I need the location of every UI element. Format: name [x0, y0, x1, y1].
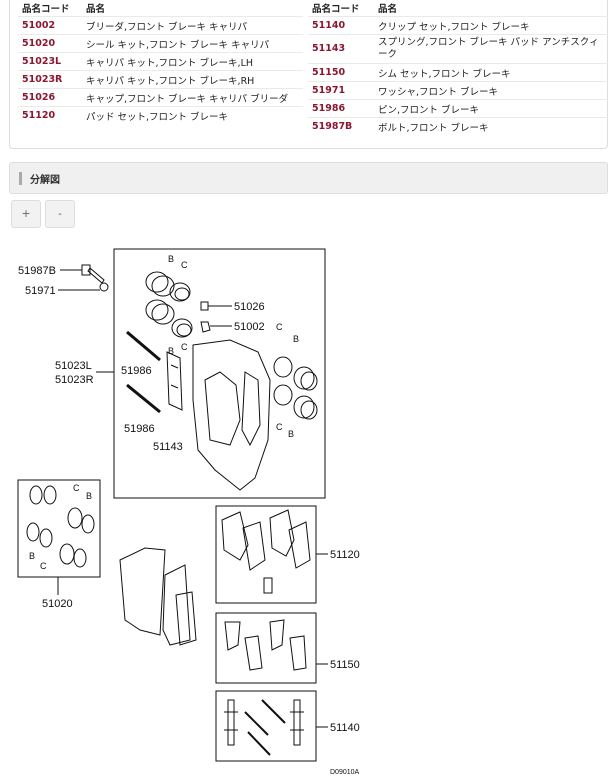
- zoom-out-button[interactable]: -: [45, 200, 75, 228]
- brake-pad-icon: [221, 509, 311, 594]
- shim-icon: [224, 619, 307, 671]
- part-code-link[interactable]: 51002: [18, 16, 82, 35]
- letter-c: C: [73, 483, 80, 493]
- pin-icon: [126, 330, 161, 362]
- drawing-id: D09010A: [330, 769, 360, 776]
- part-name: ブリーダ,フロント ブレーキ キャリパ: [82, 16, 303, 35]
- callout-51020[interactable]: 51020: [42, 598, 73, 610]
- piston-icon: [273, 356, 318, 420]
- piston-icon: [145, 271, 193, 338]
- caliper-kit-frame: [113, 248, 326, 499]
- letter-b: B: [288, 429, 294, 439]
- part-code-link[interactable]: 51020: [18, 34, 82, 53]
- letter-b: B: [168, 254, 174, 264]
- callout-51986[interactable]: 51986: [121, 365, 152, 377]
- clip-set-frame: [215, 690, 317, 762]
- part-name: クリップ セット,フロント ブレーキ: [374, 16, 608, 35]
- callout-51971[interactable]: 51971: [25, 285, 56, 297]
- section-title: 分解図: [30, 175, 60, 186]
- part-code-link[interactable]: 51971: [308, 81, 374, 100]
- part-code-link[interactable]: 51023L: [18, 52, 82, 71]
- callout-51987B[interactable]: 51987B: [18, 265, 56, 277]
- col-header-name: 品名: [86, 4, 106, 15]
- exploded-parts-diagram: 51987B 51971 51026 51002 51023L 51023R 5…: [17, 248, 360, 776]
- callout-51120[interactable]: 51120: [330, 549, 360, 561]
- pin-icon: [126, 383, 161, 414]
- part-name: キャリパ キット,フロント ブレーキ,RH: [82, 70, 303, 89]
- part-name: ワッシャ,フロント ブレーキ: [374, 81, 608, 100]
- part-code-link[interactable]: 51023R: [18, 70, 82, 89]
- part-name: パッド セット,フロント ブレーキ: [82, 106, 303, 124]
- seal-kit-frame: [17, 479, 101, 578]
- washer-icon: [99, 282, 109, 292]
- letter-b: B: [29, 551, 35, 561]
- letter-b: B: [293, 334, 299, 344]
- callout-51140[interactable]: 51140: [330, 722, 360, 734]
- part-name: シール キット,フロント ブレーキ キャリパ: [82, 34, 303, 53]
- part-code-link[interactable]: 51987B: [308, 117, 374, 135]
- col-header-code: 品名コード: [22, 4, 70, 15]
- callout-51150[interactable]: 51150: [330, 659, 360, 671]
- col-header-name: 品名: [378, 4, 398, 15]
- section-accent-bar: [19, 172, 22, 185]
- part-code-link[interactable]: 51986: [308, 99, 374, 118]
- clip-icon: [224, 699, 304, 756]
- letter-c: C: [40, 561, 47, 571]
- letter-b: B: [168, 346, 174, 356]
- part-code-link[interactable]: 51140: [308, 16, 374, 35]
- zoom-in-button[interactable]: +: [11, 200, 41, 228]
- shim-set-frame: [215, 612, 317, 684]
- exploded-view-section-header: 分解図: [9, 162, 608, 194]
- callout-51143[interactable]: 51143: [153, 441, 183, 453]
- part-name: キャリパ キット,フロント ブレーキ,LH: [82, 52, 303, 71]
- bleeder-cap-icon: [200, 301, 209, 311]
- bolt-icon: [81, 264, 105, 284]
- brake-pad-icon: [119, 547, 197, 646]
- letter-c: C: [276, 322, 283, 332]
- callout-51986[interactable]: 51986: [124, 423, 155, 435]
- col-header-code: 品名コード: [312, 4, 360, 15]
- part-name: ピン,フロント ブレーキ: [374, 99, 608, 118]
- letter-c: C: [276, 422, 283, 432]
- part-name: キャップ,フロント ブレーキ キャリパ ブリーダ: [82, 88, 303, 107]
- letter-b: B: [86, 491, 92, 501]
- letter-c: C: [181, 342, 188, 352]
- part-name: スプリング,フロント ブレーキ パッド アンチスクィーク: [374, 34, 608, 64]
- part-code-link[interactable]: 51026: [18, 88, 82, 107]
- callout-51023R[interactable]: 51023R: [55, 374, 94, 386]
- callout-51002[interactable]: 51002: [234, 321, 265, 333]
- callout-51023L[interactable]: 51023L: [55, 360, 92, 372]
- callout-51026[interactable]: 51026: [234, 301, 265, 313]
- part-code-link[interactable]: 51143: [308, 34, 374, 64]
- spring-icon: [166, 351, 183, 411]
- part-code-link[interactable]: 51150: [308, 63, 374, 82]
- letter-c: C: [181, 260, 188, 270]
- part-name: ボルト,フロント ブレーキ: [374, 117, 608, 135]
- caliper-body-icon: [192, 339, 271, 491]
- seal-ring-icon: [26, 485, 95, 568]
- bleeder-icon: [200, 321, 211, 333]
- part-name: シム セット,フロント ブレーキ: [374, 63, 608, 82]
- part-code-link[interactable]: 51120: [18, 106, 82, 124]
